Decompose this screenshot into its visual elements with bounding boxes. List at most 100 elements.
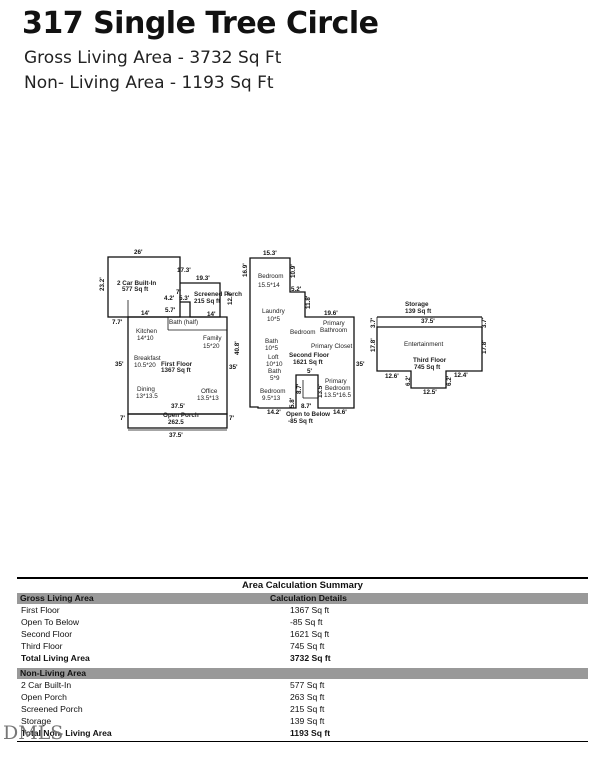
- sf-room: 10*10: [266, 361, 283, 368]
- sf-room: Primary: [323, 320, 346, 327]
- sf-dim: 19.6': [324, 310, 338, 317]
- row-value: 3732 Sq ft: [290, 653, 331, 663]
- ff-dim: 14': [141, 310, 150, 317]
- area-calculation-summary: Area Calculation Summary Gross Living Ar…: [17, 577, 588, 742]
- gross-living-header: Gross Living Area: [20, 593, 94, 603]
- ff-dim: 7': [176, 289, 182, 296]
- sf-dim: 14.6': [333, 409, 347, 416]
- tf-dim: 3.7': [370, 317, 377, 328]
- row-label: Total Living Area: [21, 653, 90, 663]
- third-floor-area: 745 Sq ft: [414, 364, 441, 371]
- table-row: Second Floor 1621 Sq ft: [17, 628, 588, 640]
- ff-room: 14*10: [137, 335, 154, 342]
- ff-room: Kitchen: [136, 328, 158, 335]
- ff-room: 15*20: [203, 343, 220, 350]
- tf-dim: 12.6': [385, 373, 399, 380]
- garage-name: 2 Car Built-In: [117, 280, 156, 287]
- ff-dim: 19.3': [196, 275, 210, 282]
- sf-dim: 5.2': [291, 286, 302, 293]
- storage-name: Storage: [405, 301, 429, 308]
- ff-dim: 26': [134, 249, 143, 256]
- tf-dim: 37.5': [421, 318, 435, 325]
- sf-room: 10*5: [265, 345, 278, 352]
- gross-living-area-line: Gross Living Area - 3732 Sq Ft: [24, 48, 282, 68]
- sf-room: Bedroom: [325, 385, 351, 392]
- summary-title: Area Calculation Summary: [242, 580, 363, 591]
- sf-room: Loft: [268, 354, 279, 361]
- total-living-row: Total Living Area 3732 Sq ft: [17, 652, 588, 664]
- sf-dim: 35': [356, 361, 365, 368]
- page-title: 317 Single Tree Circle: [22, 6, 379, 41]
- ff-dim: 7.7': [112, 319, 123, 326]
- sf-room: Bathroom: [320, 327, 347, 334]
- screened-porch-name: Screened Porch: [194, 291, 242, 298]
- ff-room: 13.5*13: [197, 395, 219, 402]
- gross-living-band: Gross Living Area Calculation Details: [17, 593, 588, 604]
- screened-porch-area: 215 Sq ft: [194, 298, 221, 305]
- second-floor-outline: [249, 257, 355, 409]
- sf-room: 9.5*13: [262, 395, 281, 402]
- row-label: Second Floor: [21, 629, 73, 639]
- sf-dim: 5.8': [289, 397, 296, 408]
- row-value: 745 Sq ft: [290, 641, 325, 651]
- row-value: 215 Sq ft: [290, 704, 325, 714]
- row-label: 2 Car Built-In: [21, 680, 72, 690]
- ff-dim: 12.7': [227, 291, 234, 305]
- row-value: 1621 Sq ft: [290, 629, 330, 639]
- second-floor-name: Second Floor: [289, 352, 330, 359]
- tf-dim: 17.8': [370, 338, 377, 352]
- row-value: 1193 Sq ft: [290, 728, 331, 738]
- table-row: 2 Car Built-In 577 Sq ft: [17, 679, 588, 691]
- third-floor-name: Third Floor: [413, 357, 447, 364]
- open-porch-name: Open Porch: [163, 412, 199, 419]
- sf-dim: 16.9': [242, 263, 249, 277]
- third-floor-plan: Storage 139 Sq ft 3.7' 37.5' 3.7' 17.8' …: [370, 301, 488, 396]
- open-porch-area: 262.5: [168, 419, 184, 426]
- row-value: 139 Sq ft: [290, 716, 325, 726]
- row-value: 1367 Sq ft: [290, 605, 330, 615]
- sf-room: 10*5: [267, 316, 280, 323]
- second-floor-plan: 15.3' 16.9' 10.9' 5.2' 11.8' 19.6' 40.8'…: [234, 250, 365, 425]
- garage-area: 577 Sq ft: [122, 286, 149, 293]
- ff-dim: 17.3': [177, 267, 191, 274]
- sf-room: Primary: [325, 378, 348, 385]
- open-porch-outline: [127, 413, 228, 429]
- sf-room: Bedroom: [260, 388, 286, 395]
- row-label: Total Non- Living Area: [21, 728, 112, 738]
- sf-dim: 13.5': [317, 384, 324, 398]
- ff-dim: 23.2': [99, 277, 106, 291]
- sf-room: Bedroom: [290, 329, 316, 336]
- row-label: First Floor: [21, 605, 60, 615]
- ff-room: 10.5*20: [134, 362, 156, 369]
- non-living-band: Non-Living Area: [17, 668, 588, 679]
- mls-watermark-logo: DMLS: [3, 722, 64, 744]
- ff-dim: 4.2': [164, 295, 175, 302]
- storage-area: 139 Sq ft: [405, 308, 432, 315]
- table-row: First Floor 1367 Sq ft: [17, 604, 588, 616]
- sf-room: 15.5*14: [258, 282, 280, 289]
- row-label: Open Porch: [21, 692, 67, 702]
- sf-room: Bedroom: [258, 273, 284, 280]
- sf-dim: 14.2': [267, 409, 281, 416]
- ff-dim: 5.3': [179, 295, 190, 302]
- non-living-area-line: Non- Living Area - 1193 Sq Ft: [24, 73, 274, 93]
- ff-room: Breakfast: [134, 355, 161, 362]
- ff-dim: 5.7': [165, 307, 176, 314]
- sf-dim: 40.8': [234, 341, 241, 355]
- sf-room: Bath: [268, 368, 281, 375]
- row-value: -85 Sq ft: [290, 617, 323, 627]
- row-value: 577 Sq ft: [290, 680, 325, 690]
- sf-dim: 8.7': [296, 383, 303, 394]
- ff-dim: 14': [207, 311, 216, 318]
- sf-dim: 10.9': [290, 264, 297, 278]
- second-floor-area: 1621 Sq ft: [293, 359, 324, 366]
- table-row: Third Floor 745 Sq ft: [17, 640, 588, 652]
- row-label: Third Floor: [21, 641, 63, 651]
- ff-dim: 7': [120, 415, 126, 422]
- open-to-below-area: -85 Sq ft: [288, 418, 314, 425]
- sf-room: 13.5*16.5: [324, 392, 351, 399]
- ff-dim: 35': [115, 361, 124, 368]
- ff-room: Office: [201, 388, 218, 395]
